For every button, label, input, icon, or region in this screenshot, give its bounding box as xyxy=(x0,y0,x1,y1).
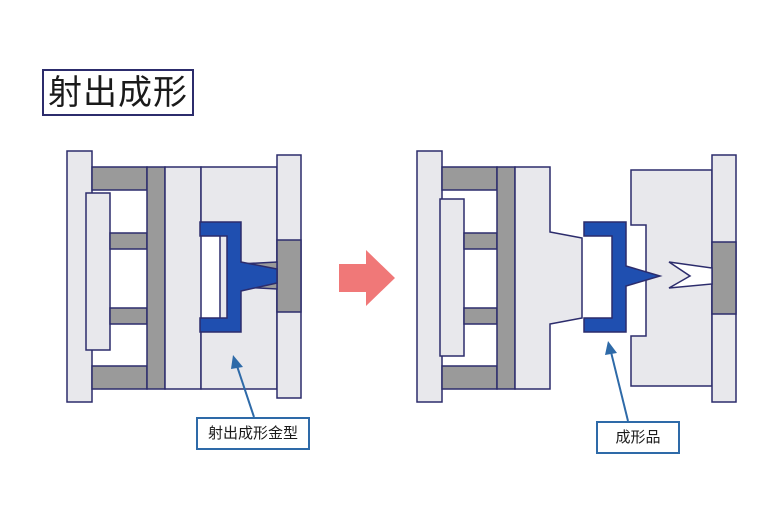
molded-part-ejected xyxy=(583,221,663,333)
ejector-pin-top-open xyxy=(463,232,498,250)
molded-part-filled xyxy=(199,221,278,333)
support-plate xyxy=(146,166,166,390)
label-molded-part: 成形品 xyxy=(596,421,680,454)
ejector-bar-bottom-open xyxy=(441,365,498,390)
open-mold xyxy=(416,150,737,403)
ejector-plate-open xyxy=(439,198,465,357)
sprue-bushing xyxy=(276,239,302,313)
ejector-pin-bottom xyxy=(109,307,148,325)
clamp-plate-left-open xyxy=(416,150,443,403)
label-injection-mold: 射出成形金型 xyxy=(196,417,310,450)
page-title: 射出成形 xyxy=(48,72,188,113)
support-plate-open xyxy=(496,166,516,390)
leader-mold xyxy=(231,355,255,418)
ejector-plate xyxy=(85,192,111,351)
ejector-bar-bottom xyxy=(91,365,148,390)
ejector-bar-top-open xyxy=(441,166,498,191)
leader-part xyxy=(605,341,629,422)
ejector-bar-top xyxy=(91,166,148,191)
title-box: 射出成形 xyxy=(42,69,194,116)
right-arrow-icon xyxy=(339,250,395,306)
ejector-pin-bottom-open xyxy=(463,307,498,325)
ejector-pin-top xyxy=(109,232,148,250)
core-block xyxy=(164,166,202,390)
sprue-bushing-open xyxy=(711,241,737,315)
gate-channel-open xyxy=(668,261,713,289)
closed-mold xyxy=(66,150,302,403)
core-block-open xyxy=(514,166,583,390)
